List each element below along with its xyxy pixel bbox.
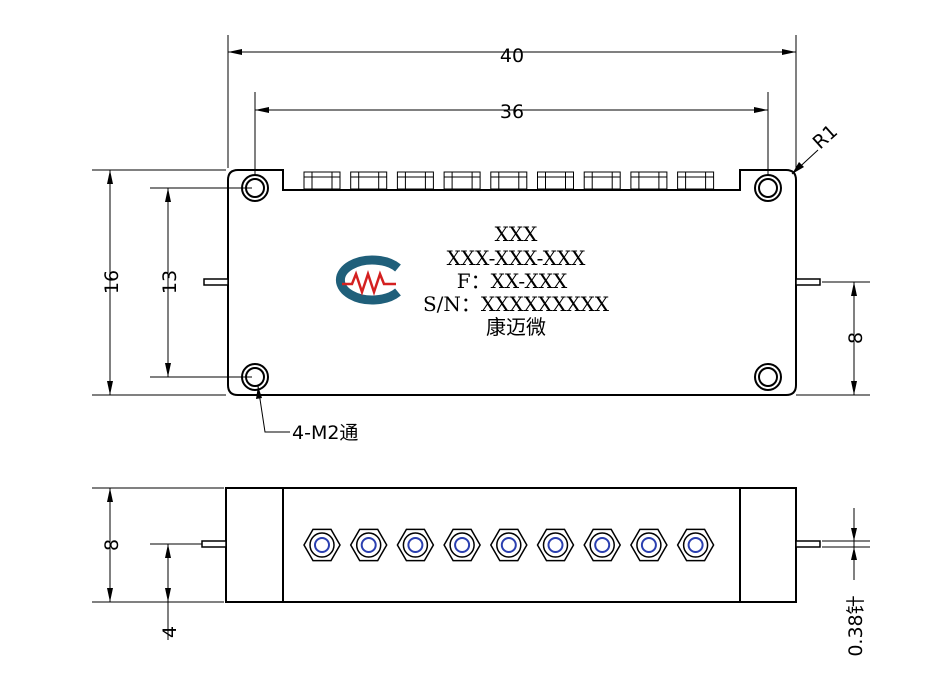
logo-wave — [342, 270, 396, 296]
callout-mount-holes: 4-M2通 — [256, 385, 358, 444]
dim-side-height: 8 — [92, 487, 224, 603]
mount-hole — [241, 174, 269, 202]
dim-40-text: 40 — [500, 45, 524, 67]
top-connector — [350, 171, 388, 190]
dim-038-text: 0.38针 — [845, 595, 867, 656]
label-part-number: XXX-XXX-XXX — [447, 246, 587, 270]
top-connector — [677, 171, 715, 190]
side-connector — [630, 528, 668, 562]
callout-4-m2-text: 4-M2通 — [292, 422, 358, 444]
top-connector — [396, 171, 434, 190]
label-serial: S/N：XXXXXXXXX — [423, 292, 610, 316]
dim-r1-text: R1 — [809, 120, 843, 153]
label-model: XXX — [495, 222, 538, 246]
top-connector — [583, 171, 621, 190]
right-pin — [795, 278, 821, 286]
dim-36-text: 36 — [500, 101, 524, 123]
side-connector-row — [303, 528, 715, 562]
company-logo — [335, 255, 401, 305]
dim-8-right-text: 8 — [845, 332, 867, 344]
top-connector — [490, 171, 528, 190]
logo-ring — [335, 255, 401, 305]
top-connector — [303, 171, 341, 190]
label-frequency: F：XX-XXX — [457, 269, 568, 293]
mount-hole — [754, 363, 782, 391]
label-company: 康迈微 — [486, 315, 546, 339]
top-connector — [443, 171, 481, 190]
housing-outline — [227, 169, 797, 396]
side-connector — [536, 528, 575, 562]
side-connector — [349, 528, 388, 562]
left-pin — [203, 278, 229, 286]
top-view: XXX XXX-XXX-XXX F：XX-XXX S/N：XXXXXXXXX 康… — [92, 35, 870, 444]
side-connector — [489, 528, 528, 562]
side-connector — [443, 528, 481, 562]
dim-pin-diameter: 0.38针 — [822, 508, 870, 657]
dim-13-text: 13 — [159, 270, 181, 294]
dim-side-8-text: 8 — [101, 539, 123, 551]
dim-overall-height: 16 — [92, 169, 226, 396]
side-connector — [303, 528, 341, 562]
mount-hole — [241, 363, 269, 391]
dim-side-pin-height: 4 — [150, 543, 202, 640]
top-connector — [537, 171, 574, 190]
side-view: 8 4 0.38针 — [92, 487, 870, 657]
dim-overall-length: 40 — [227, 35, 797, 168]
side-connector — [583, 528, 622, 562]
dim-corner-radius: R1 — [791, 120, 843, 175]
dim-16-text: 16 — [101, 270, 123, 294]
dim-hole-spacing-y: 13 — [150, 187, 252, 378]
dim-4-text: 4 — [159, 626, 181, 638]
side-connector — [396, 528, 435, 562]
side-left-pin — [201, 540, 227, 548]
top-connector-row — [303, 171, 715, 190]
side-right-pin — [795, 540, 821, 548]
side-connector — [676, 528, 715, 562]
mount-hole — [754, 174, 782, 202]
top-connector — [630, 171, 668, 190]
dim-pin-height: 8 — [796, 281, 870, 396]
dim-hole-spacing-x: 36 — [254, 92, 769, 175]
